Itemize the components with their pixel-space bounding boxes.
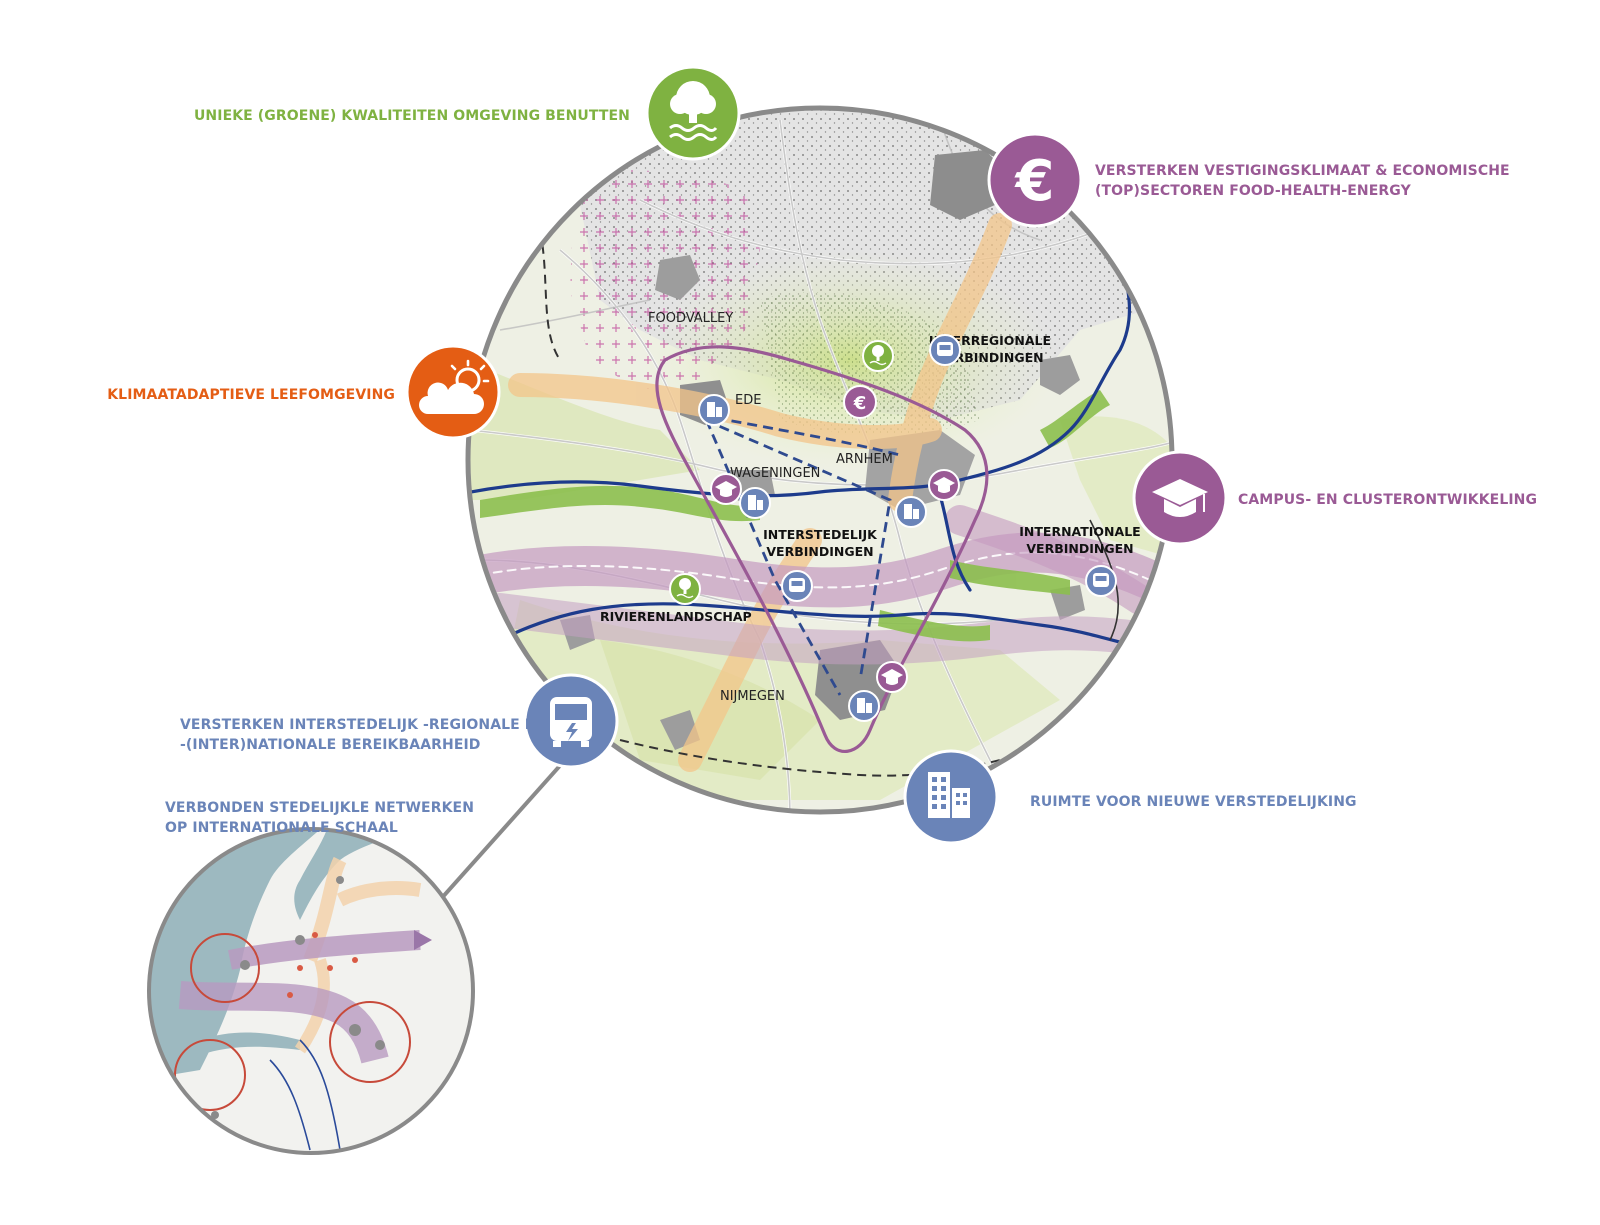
euro-icon: € (1014, 149, 1055, 214)
map-marker-tree (669, 573, 701, 605)
caption-climate: KLIMAATADAPTIEVE LEEFOMGEVING (107, 387, 395, 403)
regional-map: FOODVALLEY EDE WAGENINGEN ARNHEM NIJMEGE… (465, 105, 1175, 815)
badge-green-quality (645, 65, 741, 161)
tree-water-icon (669, 81, 718, 141)
label-intercity-2: VERBINDINGEN (766, 544, 873, 559)
badge-climate (405, 344, 501, 440)
label-intercity-1: INTERSTEDELIJK (763, 527, 878, 542)
map-marker-bus (929, 334, 961, 366)
caption-networks-1: VERBONDEN STEDELIJKLE NETWERKEN (165, 800, 474, 816)
label-international-1: INTERNATIONALE (1019, 524, 1140, 539)
label-riverland: RIVIERENLANDSCHAP (600, 609, 752, 624)
inset-connector-line (438, 758, 567, 902)
map-marker-bus (1085, 565, 1117, 597)
river-nature (480, 390, 1110, 642)
bus-icon (550, 697, 592, 747)
map-marker-buildings (739, 487, 771, 519)
label-wageningen: WAGENINGEN (730, 466, 820, 481)
map-marker-buildings (848, 690, 880, 722)
urban-triangle (655, 345, 989, 754)
caption-economy-2: (TOP)SECTOREN FOOD-HEALTH-ENERGY (1095, 183, 1412, 199)
caption-networks-2: OP INTERNATIONALE SCHAAL (165, 820, 398, 836)
map-marker-buildings (698, 394, 730, 426)
map-marker-buildings (895, 496, 927, 528)
badge-urbanisation (903, 749, 999, 845)
badge-campus (1132, 450, 1228, 546)
caption-economy-1: VERSTERKEN VESTIGINGSKLIMAAT & ECONOMISC… (1095, 163, 1510, 179)
caption-campus: CAMPUS- EN CLUSTERONTWIKKELING (1238, 492, 1537, 508)
map-marker-tree (862, 340, 894, 372)
badge-accessibility (523, 673, 619, 769)
caption-green-quality: UNIEKE (GROENE) KWALITEITEN OMGEVING BEN… (194, 108, 630, 124)
map-marker-bus (781, 570, 813, 602)
caption-accessibility-1: VERSTERKEN INTERSTEDELIJK -REGIONALE EN (180, 717, 546, 733)
map-marker-campus (710, 473, 742, 505)
map-marker-campus (928, 469, 960, 501)
sun-cloud-icon (419, 359, 490, 414)
map-marker-euro: € (843, 385, 877, 419)
graduation-cap-icon (1152, 479, 1208, 517)
map-marker-campus (876, 661, 908, 693)
label-nijmegen: NIJMEGEN (720, 689, 785, 704)
intercity-links (698, 404, 901, 696)
label-international-2: VERBINDINGEN (1026, 541, 1133, 556)
label-ede: EDE (735, 393, 761, 408)
label-interregional-2: VERBINDINGEN (936, 350, 1043, 365)
inset-map-netherlands (147, 827, 475, 1155)
svg-text:€: € (853, 393, 867, 414)
badge-economy: € (987, 132, 1083, 228)
caption-urbanisation: RUIMTE VOOR NIEUWE VERSTEDELIJKING (1030, 794, 1357, 810)
buildings-icon (928, 772, 970, 818)
label-foodvalley: FOODVALLEY (648, 311, 733, 326)
international-corridors (468, 505, 1170, 665)
caption-accessibility-2: -(INTER)NATIONALE BEREIKBAARHEID (180, 737, 481, 753)
label-arnhem: ARNHEM (836, 452, 893, 467)
